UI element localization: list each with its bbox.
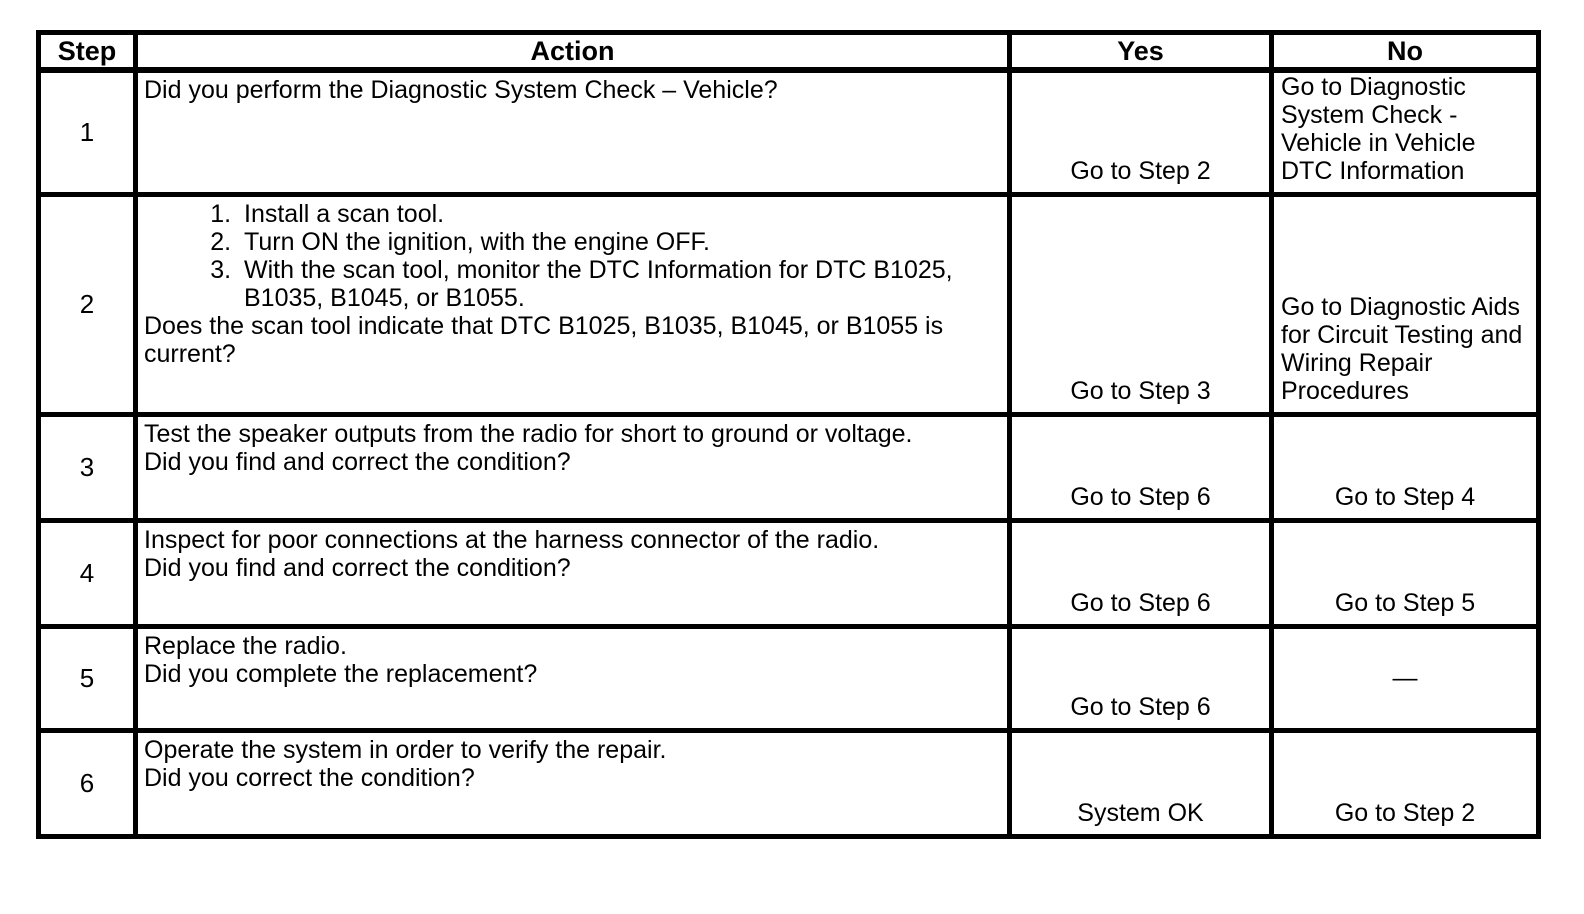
action-text: Did you perform the Diagnostic System Ch…	[144, 75, 778, 104]
action-cell: Replace the radio. Did you complete the …	[133, 623, 1012, 733]
no-cell: Go to Step 5	[1269, 517, 1541, 629]
action-question: Does the scan tool indicate that DTC B10…	[144, 311, 944, 368]
table-row: 2 Install a scan tool. Turn ON the ignit…	[36, 191, 1541, 417]
table-row: 3 Test the speaker outputs from the radi…	[36, 411, 1541, 523]
col-header-action: Action	[133, 30, 1012, 73]
col-header-yes: Yes	[1007, 30, 1274, 73]
action-steps-list: Install a scan tool. Turn ON the ignitio…	[144, 200, 999, 312]
action-cell: Inspect for poor connections at the harn…	[133, 517, 1012, 629]
diagnostic-table: Step Action Yes No 1 Did you perform the…	[36, 30, 1541, 839]
yes-cell: Go to Step 6	[1007, 517, 1274, 629]
action-cell: Did you perform the Diagnostic System Ch…	[133, 67, 1012, 197]
step-number: 2	[36, 191, 138, 417]
action-question: Did you find and correct the condition?	[144, 447, 571, 476]
no-cell: —	[1269, 623, 1541, 733]
action-cell: Install a scan tool. Turn ON the ignitio…	[133, 191, 1012, 417]
step-number: 4	[36, 517, 138, 629]
action-text: Replace the radio.	[144, 631, 347, 660]
col-header-no: No	[1269, 30, 1541, 73]
action-cell: Test the speaker outputs from the radio …	[133, 411, 1012, 523]
action-question: Did you find and correct the condition?	[144, 553, 571, 582]
table-row: 5 Replace the radio. Did you complete th…	[36, 623, 1541, 733]
action-text: Operate the system in order to verify th…	[144, 735, 667, 764]
yes-cell: Go to Step 6	[1007, 411, 1274, 523]
action-step-item: Install a scan tool.	[238, 200, 999, 228]
no-cell: Go to Diagnostic Aids for Circuit Testin…	[1269, 191, 1541, 417]
no-cell: Go to Step 2	[1269, 727, 1541, 839]
step-number: 1	[36, 67, 138, 197]
action-cell: Operate the system in order to verify th…	[133, 727, 1012, 839]
yes-cell: Go to Step 2	[1007, 67, 1274, 197]
step-number: 5	[36, 623, 138, 733]
action-step-item: With the scan tool, monitor the DTC Info…	[238, 256, 999, 312]
yes-cell: System OK	[1007, 727, 1274, 839]
action-step-item: Turn ON the ignition, with the engine OF…	[238, 228, 999, 256]
table-row: 1 Did you perform the Diagnostic System …	[36, 67, 1541, 197]
action-question: Did you correct the condition?	[144, 763, 475, 792]
action-question: Did you complete the replacement?	[144, 659, 538, 688]
step-number: 6	[36, 727, 138, 839]
action-text: Inspect for poor connections at the harn…	[144, 525, 880, 554]
step-number: 3	[36, 411, 138, 523]
table-row: 4 Inspect for poor connections at the ha…	[36, 517, 1541, 629]
action-text: Test the speaker outputs from the radio …	[144, 419, 913, 448]
table-row: 6 Operate the system in order to verify …	[36, 727, 1541, 839]
no-cell: Go to Step 4	[1269, 411, 1541, 523]
yes-cell: Go to Step 6	[1007, 623, 1274, 733]
no-cell: Go to Diagnostic System Check - Vehicle …	[1269, 67, 1541, 197]
yes-cell: Go to Step 3	[1007, 191, 1274, 417]
col-header-step: Step	[36, 30, 138, 73]
header-row: Step Action Yes No	[36, 30, 1541, 73]
